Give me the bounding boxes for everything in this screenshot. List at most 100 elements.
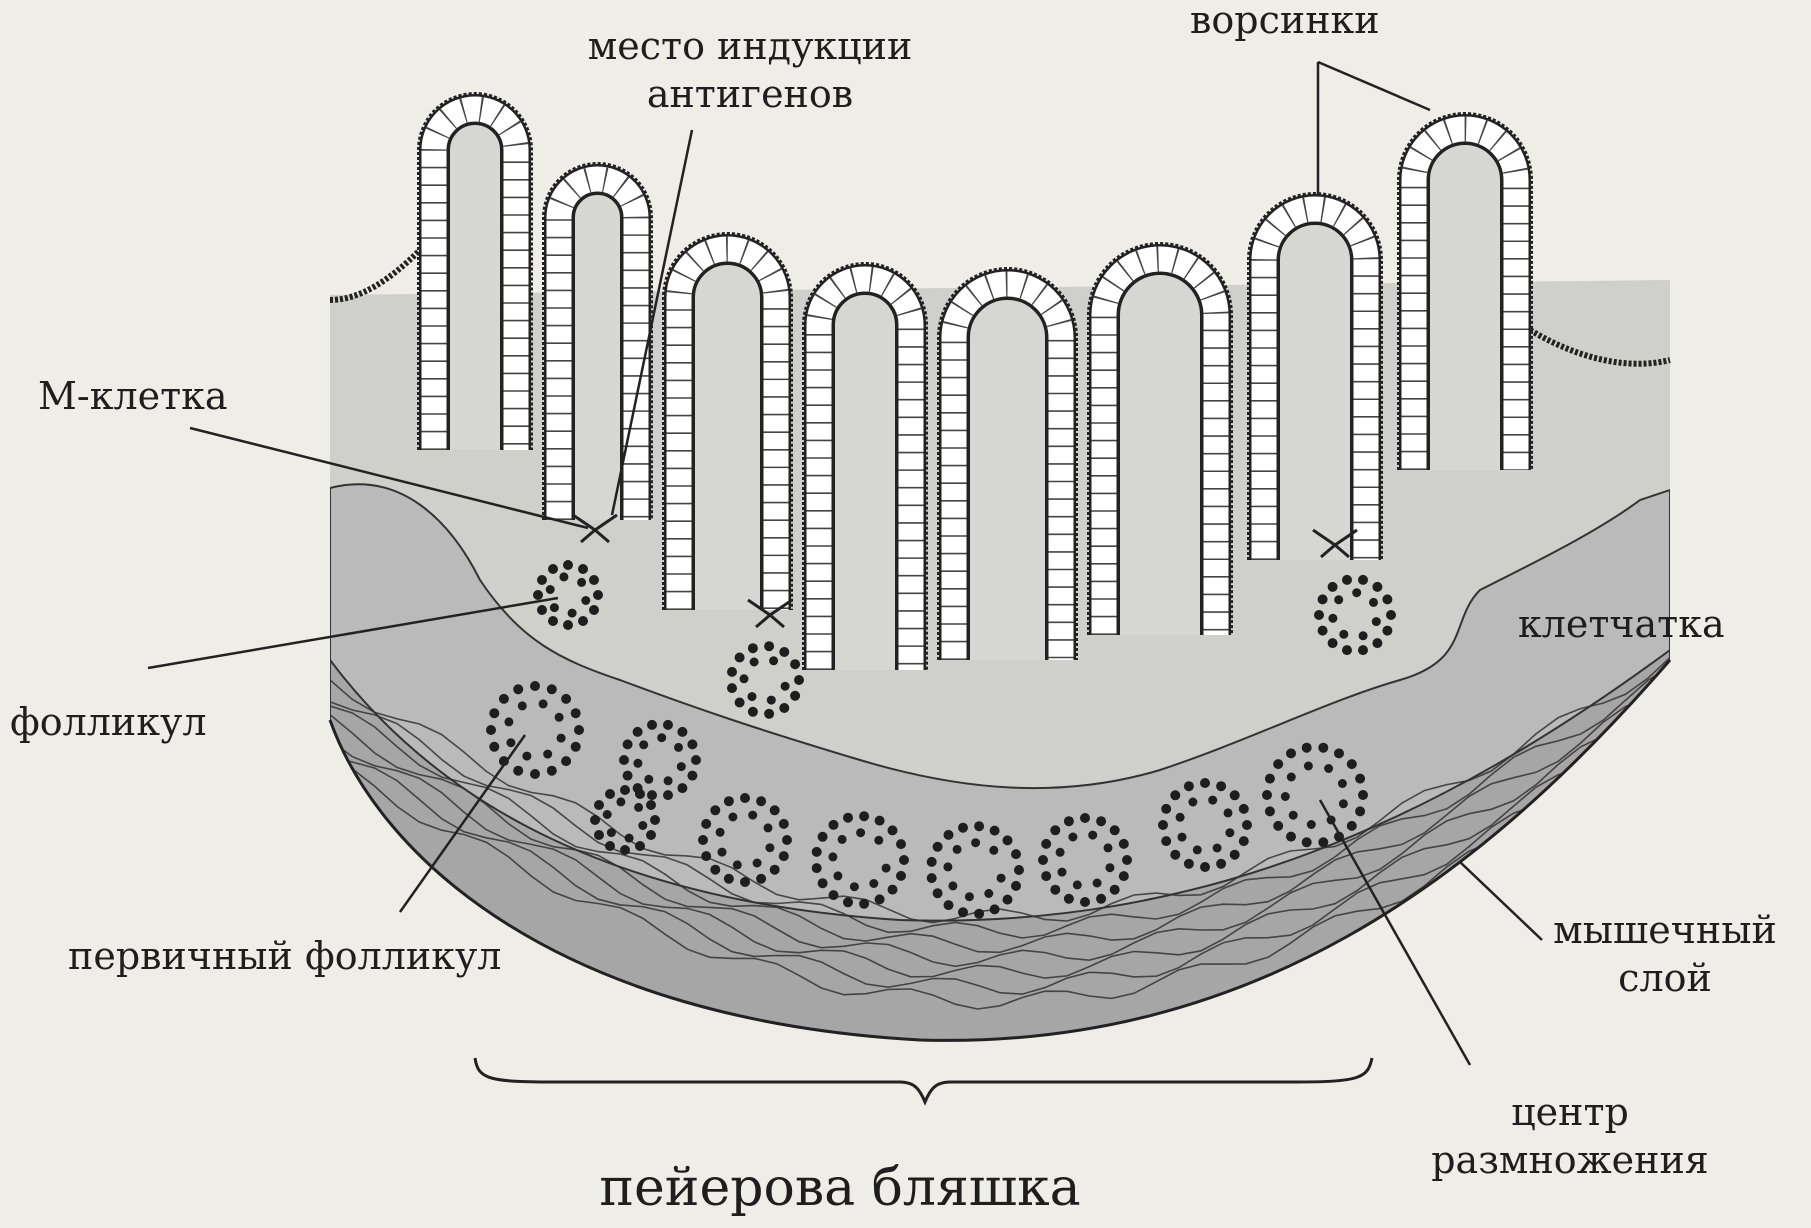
lymphocyte <box>635 789 645 799</box>
lymphocyte <box>561 694 571 704</box>
lymphocyte <box>499 694 509 704</box>
lymphocyte <box>590 815 600 825</box>
lymphocyte <box>1184 781 1194 791</box>
lymphocyte <box>701 819 711 829</box>
lymphocyte <box>779 851 789 861</box>
lymphocyte <box>764 709 774 719</box>
lymphocyte <box>710 865 720 875</box>
lymphocyte <box>1358 790 1368 800</box>
lymphocyte <box>589 605 599 615</box>
lymphocyte <box>1355 774 1365 784</box>
lymphocyte <box>1178 833 1187 842</box>
lymphocyte <box>616 797 625 806</box>
lymphocyte <box>874 836 883 845</box>
lymphocyte <box>1050 825 1060 835</box>
lymphocyte <box>561 756 571 766</box>
lymphocyte <box>644 775 653 784</box>
lymphocyte <box>650 815 660 825</box>
lymphocyte <box>1230 850 1240 860</box>
lymphocyte <box>767 696 776 705</box>
villus-core <box>1279 224 1351 560</box>
surface-brush-left <box>330 250 420 300</box>
lymphocyte <box>1287 773 1296 782</box>
villus <box>665 235 790 610</box>
lymphocyte <box>1318 594 1328 604</box>
villus-core <box>574 194 621 520</box>
lymphocyte <box>818 832 828 842</box>
lymphocyte <box>927 857 937 867</box>
lymphocyte <box>1104 843 1113 852</box>
villus <box>1400 115 1530 470</box>
lymphocyte <box>740 674 749 683</box>
lymphocyte <box>522 752 531 761</box>
lymphocyte <box>933 888 943 898</box>
lymphocyte <box>555 713 564 722</box>
lymphocyte <box>750 658 759 667</box>
lymphocyte <box>933 842 943 852</box>
lymphocyte <box>1273 821 1283 831</box>
lymphocyte <box>828 852 837 861</box>
lymphocyte <box>504 717 513 726</box>
lymphocyte <box>1158 820 1168 830</box>
lymphocyte <box>740 877 750 887</box>
lymphocyte <box>1200 778 1210 788</box>
lymphocyte <box>559 572 568 581</box>
lymphocyte <box>1041 871 1051 881</box>
lymphocyte <box>781 682 790 691</box>
lymphocyte <box>1105 863 1114 872</box>
label-primary-follicle: первичный фолликул <box>68 932 501 980</box>
lymphocyte <box>1110 825 1120 835</box>
lymphocyte <box>1080 897 1090 907</box>
villus <box>1090 245 1230 635</box>
lymphocyte <box>1096 816 1106 826</box>
lymphocyte <box>748 692 757 701</box>
lymphocyte <box>677 783 687 793</box>
lymphocyte <box>1355 806 1365 816</box>
lymphocyte <box>1358 575 1368 585</box>
lymphocyte <box>638 821 647 830</box>
lymphocyte <box>1003 895 1013 905</box>
lymphocyte <box>537 575 547 585</box>
villus-core <box>1119 274 1201 635</box>
lymphocyte <box>779 703 789 713</box>
label-muscle-layer: мышечный слой <box>1530 906 1800 1002</box>
lymphocyte <box>1014 865 1024 875</box>
lymphocyte <box>896 839 906 849</box>
lymphocyte <box>633 759 642 768</box>
lymphocyte <box>1318 837 1328 847</box>
lymphocyte <box>1176 813 1185 822</box>
lymphocyte <box>546 585 555 594</box>
lymphocyte <box>1073 880 1082 889</box>
villus-core <box>969 299 1046 660</box>
lymphocyte <box>1328 582 1338 592</box>
lymphocyte <box>1239 804 1249 814</box>
lymphocyte <box>1347 821 1357 831</box>
lymphocyte <box>677 727 687 737</box>
lymphocyte <box>971 838 980 847</box>
lymphocyte <box>943 862 952 871</box>
lymphocyte <box>989 846 998 855</box>
lymphocyte <box>568 609 577 618</box>
lymphocyte <box>764 823 773 832</box>
lymphocyte <box>1318 743 1328 753</box>
lymphocyte <box>1080 813 1090 823</box>
lymphocyte <box>990 826 1000 836</box>
label-muscle-layer-line1: мышечный <box>1530 906 1800 954</box>
lymphocyte <box>635 841 645 851</box>
lymphocyte <box>869 879 878 888</box>
lymphocyte <box>1307 820 1316 829</box>
lymphocyte <box>513 684 523 694</box>
lymphocyte <box>1193 845 1202 854</box>
lymphocyte <box>691 755 701 765</box>
villus <box>420 95 530 450</box>
lymphocyte <box>1324 764 1333 773</box>
lymphocyte <box>605 841 615 851</box>
lymphocyte <box>571 742 581 752</box>
lymphocyte <box>888 885 898 895</box>
lymphocyte <box>735 653 745 663</box>
lymphocyte <box>577 578 586 587</box>
lymphocyte <box>1200 862 1210 872</box>
lymphocyte <box>1239 836 1249 846</box>
lymphocyte <box>1170 850 1180 860</box>
lymphocyte <box>1041 839 1051 849</box>
